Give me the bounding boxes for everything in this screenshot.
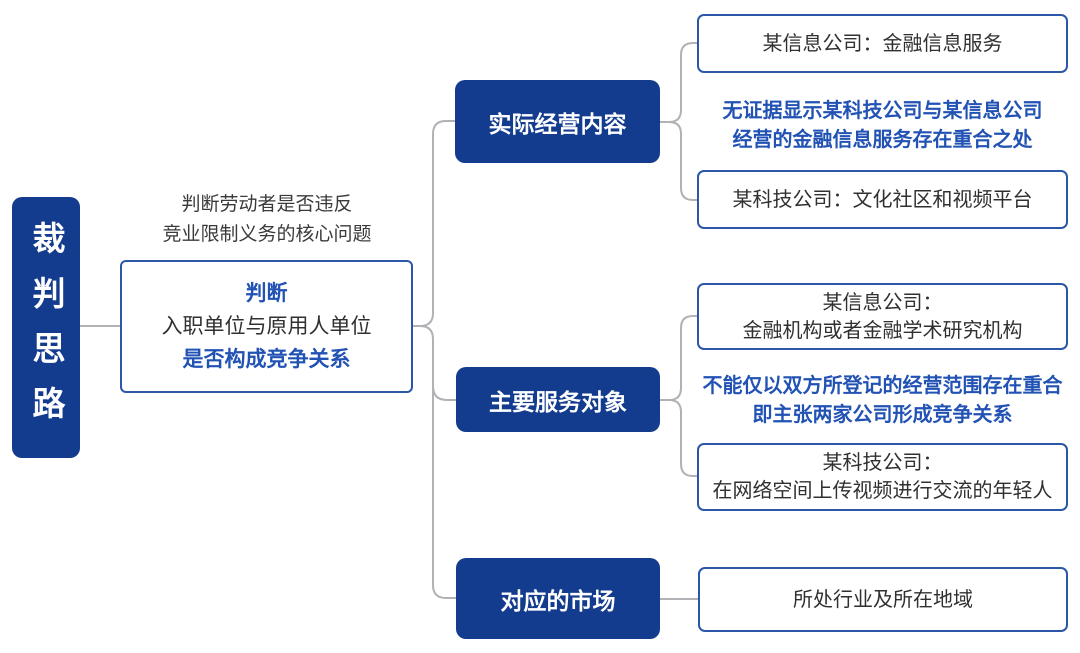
edge-branch1-to-leafA [658, 42, 697, 123]
edge-decision-to-branch3 [413, 325, 456, 599]
edge-branch2-to-leafC [660, 315, 697, 401]
branch-node-actual-business: 实际经营内容 [455, 80, 660, 163]
decision-line1: 判断 [245, 282, 288, 305]
premise-caption-line1: 判断劳动者是否违反 [181, 194, 353, 215]
edge-branch1-to-leafB [658, 121, 697, 201]
decision-line2: 入职单位与原用人单位 [161, 315, 372, 338]
leaf-line2: 在网络空间上传视频进行交流的年轻人 [712, 480, 1053, 502]
leaf-industry-region: 所处行业及所在地域 [698, 567, 1068, 632]
leaf-line1: 某信息公司： [822, 291, 943, 314]
edge-branch2-to-leafD [660, 399, 697, 477]
note-registered-scope: 不能仅以双方所登记的经营范围存在重合 即主张两家公司形成竞争关系 [697, 372, 1068, 430]
decision-line3: 是否构成竞争关系 [182, 348, 351, 371]
leaf-line1: 某科技公司： [822, 452, 943, 474]
decision-node: 判断 入职单位与原用人单位 是否构成竞争关系 [120, 260, 413, 393]
leaf-info-company-business: 某信息公司：金融信息服务 [697, 14, 1068, 73]
premise-caption: 判断劳动者是否违反 竞业限制义务的核心问题 [120, 190, 414, 250]
branch-node-market: 对应的市场 [456, 558, 660, 639]
edge-decision-to-branch2 [432, 385, 456, 401]
leaf-line2: 金融机构或者金融学术研究机构 [742, 319, 1023, 342]
leaf-tech-company-business: 某科技公司：文化社区和视频平台 [697, 170, 1068, 229]
root-node: 裁判思路 [12, 197, 80, 458]
leaf-tech-company-clients: 某科技公司： 在网络空间上传视频进行交流的年轻人 [697, 443, 1068, 511]
leaf-info-company-clients: 某信息公司： 金融机构或者金融学术研究机构 [697, 283, 1068, 350]
leaf-line: 所处行业及所在地域 [793, 588, 973, 611]
branch-node-main-clients: 主要服务对象 [456, 367, 660, 432]
note-line1: 不能仅以双方所登记的经营范围存在重合 [702, 375, 1063, 397]
note-line2: 经营的金融信息服务存在重合之处 [732, 129, 1033, 151]
note-line2: 即主张两家公司形成竞争关系 [752, 404, 1013, 426]
premise-caption-line2: 竞业限制义务的核心问题 [162, 224, 372, 245]
edge-decision-to-branch1 [413, 120, 455, 327]
note-line1: 无证据显示某科技公司与某信息公司 [722, 100, 1043, 122]
leaf-line: 某科技公司：文化社区和视频平台 [732, 188, 1033, 211]
leaf-line: 某信息公司：金融信息服务 [762, 32, 1003, 55]
note-no-overlap-evidence: 无证据显示某科技公司与某信息公司 经营的金融信息服务存在重合之处 [697, 97, 1068, 155]
